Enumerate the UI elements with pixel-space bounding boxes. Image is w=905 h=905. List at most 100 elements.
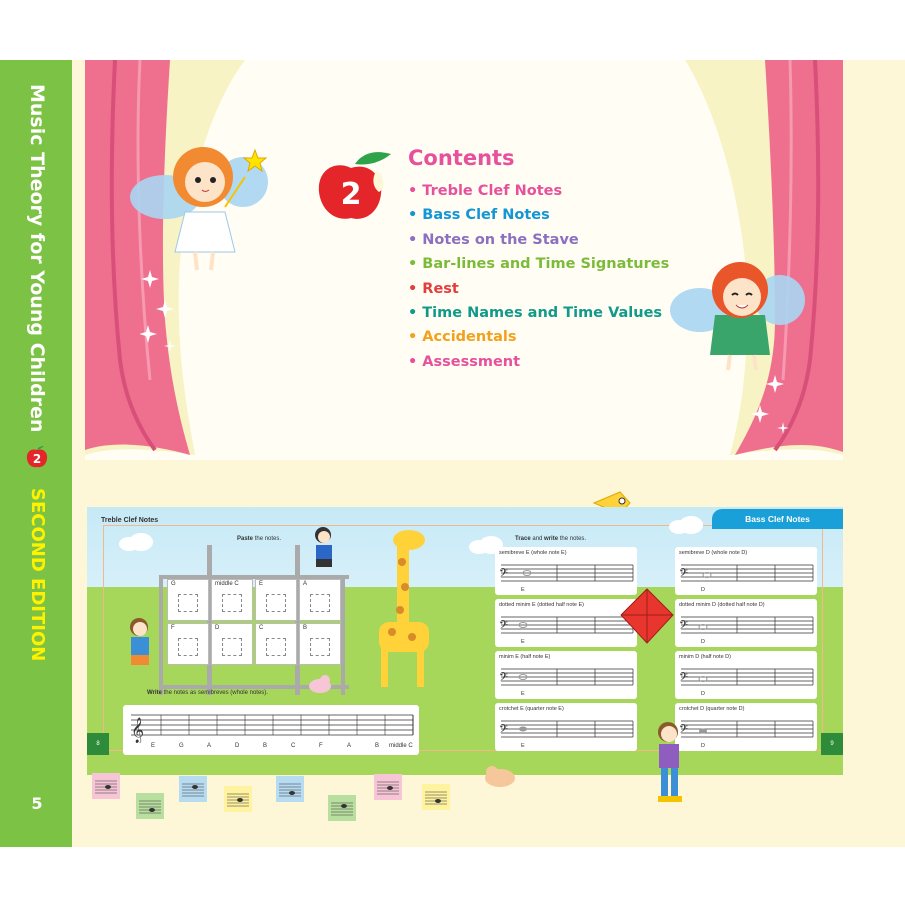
paste-box[interactable]: D — [211, 623, 253, 665]
staff-note-label: C — [291, 743, 296, 749]
bass-staff: 𝄢 — [679, 616, 814, 635]
fairy-girl-illustration — [130, 147, 268, 271]
music-sticker-icon — [422, 784, 450, 810]
music-sticker-icon — [92, 773, 120, 799]
bass-note-card[interactable]: dotted minim D (dotted half note D) 𝄢 D — [675, 599, 817, 647]
write-instruction: Write the notes as semibreves (whole not… — [147, 690, 268, 696]
badge-number: 2 — [341, 177, 362, 212]
spine-edition: SECOND EDITION — [27, 488, 48, 662]
svg-text:𝄢: 𝄢 — [679, 671, 688, 687]
apple-badge-icon: 2 — [318, 152, 391, 219]
paste-box[interactable]: F — [167, 623, 209, 665]
svg-text:𝄢: 𝄢 — [499, 723, 508, 739]
cloud-icon — [119, 533, 153, 551]
scaffold-illustration — [159, 545, 349, 695]
write-instruction-bold: Write — [147, 690, 162, 696]
paste-box[interactable]: C — [255, 623, 297, 665]
bass-note-card[interactable]: dotted minim E (dotted half note E) 𝄢 E — [495, 599, 637, 647]
bass-note-card[interactable]: minim D (half note D) 𝄢 D — [675, 651, 817, 699]
paste-box[interactable]: B — [299, 623, 341, 665]
staff-note-label: B — [375, 743, 380, 749]
trace-instruction: Trace and write the notes. — [515, 536, 586, 542]
svg-text:𝄢: 𝄢 — [499, 671, 508, 687]
bunny-icon — [309, 675, 331, 693]
cloud-icon — [669, 516, 703, 534]
staff-note-label: A — [207, 743, 212, 749]
staff-note-label: middle C — [389, 743, 413, 749]
contents-item: Assessment — [408, 350, 669, 374]
svg-text:𝄢: 𝄢 — [679, 619, 688, 635]
cloud-icon — [469, 536, 503, 554]
fairy-boy-illustration — [670, 262, 805, 371]
staff-note-label: G — [179, 743, 184, 749]
cat-icon — [485, 766, 515, 787]
contents-item: Rest — [408, 277, 669, 301]
treble-clef-icon: 𝄞 — [131, 717, 144, 743]
music-sticker-icon — [136, 793, 164, 819]
left-page-number: 8 — [87, 733, 109, 755]
giraffe-illustration — [379, 530, 429, 687]
contents-item: Accidentals — [408, 325, 669, 349]
paste-instruction-bold: Paste — [237, 536, 254, 542]
contents-list: Treble Clef Notes Bass Clef Notes Notes … — [408, 179, 669, 374]
treble-staff-exercise[interactable]: 𝄞 E G A D B C F A B middle C — [123, 705, 419, 755]
staff-note-label: A — [347, 743, 352, 749]
boy-on-scaffold-illustration — [315, 527, 332, 567]
kite-boy-illustration — [658, 722, 682, 802]
paste-instruction-text: the notes. — [254, 536, 282, 542]
svg-text:𝄢: 𝄢 — [499, 619, 508, 635]
sparkles-left-icon — [140, 270, 176, 352]
trace-instruction-text: the notes. — [559, 536, 587, 542]
spine-logo-number: 2 — [33, 452, 41, 466]
staff-note-label: F — [319, 743, 323, 749]
svg-text:𝄢: 𝄢 — [679, 567, 688, 583]
book-spine: Music Theory for Young Children 2 SECOND… — [0, 60, 72, 847]
treble-staff: 𝄞 — [131, 714, 414, 743]
trace-instruction-bold: Trace — [515, 536, 531, 542]
write-instruction-bold: write — [544, 536, 559, 542]
page-frame — [103, 525, 823, 751]
contents-title: Contents — [408, 146, 515, 170]
bass-note-card[interactable]: crotchet D (quarter note D) 𝄢 D — [675, 703, 817, 751]
bass-staff: 𝄢 — [499, 616, 634, 635]
write-instruction-text: the notes as semibreves (whole notes). — [163, 690, 268, 696]
contents-item: Bar-lines and Time Signatures — [408, 252, 669, 276]
paste-box[interactable]: middle C — [211, 579, 253, 621]
bass-note-card[interactable]: crotchet E (quarter note E) 𝄢 E — [495, 703, 637, 751]
inner-pages-spread: Treble Clef Notes Bass Clef Notes Paste … — [87, 507, 843, 775]
staff-note-label: B — [263, 743, 268, 749]
contents-item: Notes on the Stave — [408, 228, 669, 252]
trace-instruction-and: and — [532, 536, 543, 542]
bass-staff: 𝄢 — [679, 720, 814, 739]
bass-staff: 𝄢 — [499, 668, 634, 687]
paste-box[interactable]: G — [167, 579, 209, 621]
bass-staff: 𝄢 — [499, 720, 634, 739]
paste-box[interactable]: A — [299, 579, 341, 621]
kite-icon — [620, 588, 674, 644]
svg-text:𝄢: 𝄢 — [679, 723, 688, 739]
paste-box[interactable]: E — [255, 579, 297, 621]
contents-item: Treble Clef Notes — [408, 179, 669, 203]
bass-staff: 𝄢 — [679, 668, 814, 687]
bass-note-card[interactable]: semibreve D (whole note D) 𝄢 D — [675, 547, 817, 595]
bass-staff: 𝄢 — [499, 564, 634, 583]
boy-illustration — [130, 618, 149, 665]
music-sticker-icon — [374, 774, 402, 800]
contents-item: Time Names and Time Values — [408, 301, 669, 325]
spine-title: Music Theory for Young Children — [26, 84, 48, 433]
contents-panel: Contents Treble Clef Notes Bass Clef Not… — [408, 146, 669, 374]
music-sticker-icon — [328, 795, 356, 821]
contents-item: Bass Clef Notes — [408, 203, 669, 227]
staff-note-label: D — [235, 743, 240, 749]
bass-staff: 𝄢 — [679, 564, 814, 583]
left-section-title: Treble Clef Notes — [101, 517, 159, 524]
paste-instruction: Paste the notes. — [237, 536, 281, 542]
music-sticker-icon — [179, 776, 207, 802]
sparkles-right-icon — [751, 375, 789, 434]
right-section-tab: Bass Clef Notes — [712, 509, 843, 529]
bass-note-card[interactable]: semibreve E (whole note E) 𝄢 E — [495, 547, 637, 595]
bass-note-card[interactable]: minim E (half note E) 𝄢 E — [495, 651, 637, 699]
music-sticker-icon — [224, 786, 252, 812]
music-sticker-icon — [276, 776, 304, 802]
